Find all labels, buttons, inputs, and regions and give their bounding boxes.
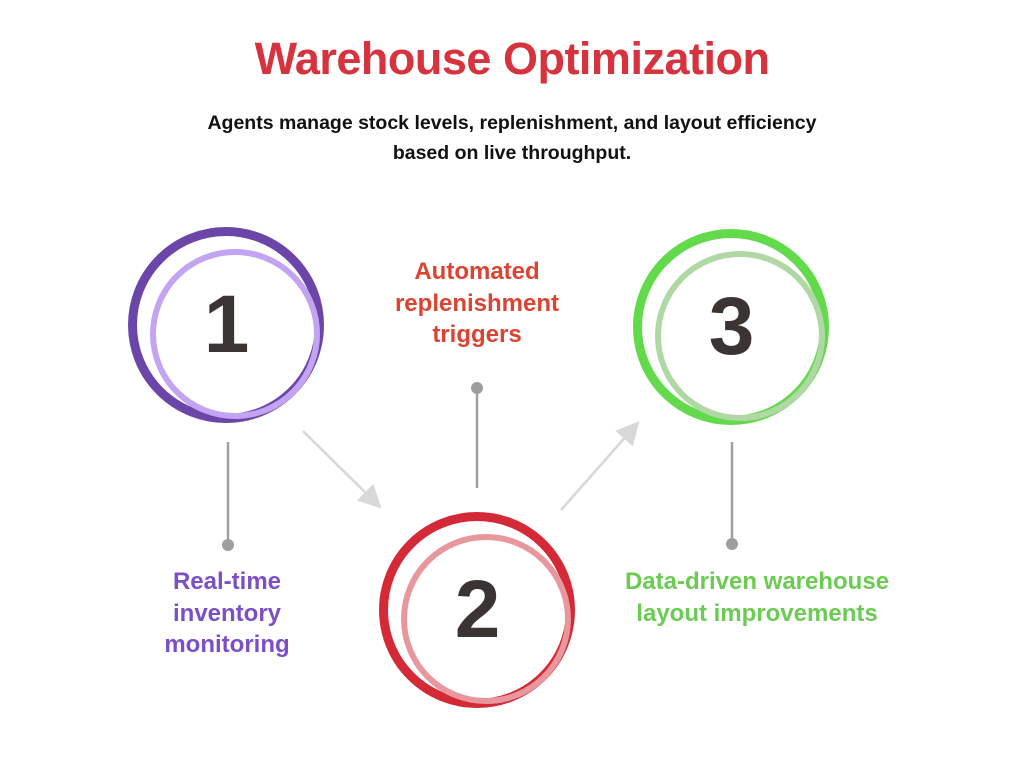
node-3-inner-ring <box>655 251 825 421</box>
node-3-number: 3 <box>708 281 755 372</box>
step-node-2[interactable]: 2 <box>379 512 575 708</box>
step-caption-1: Real-time inventory monitoring <box>164 568 290 659</box>
step-caption-3: Data-driven warehouse layout improvement… <box>624 568 890 627</box>
flow-arrow-2-to-3 <box>560 421 640 511</box>
leader-dot-node2 <box>471 382 483 394</box>
node-2-inner-ring <box>401 534 571 704</box>
page-subtitle: Agents manage stock levels, replenishmen… <box>207 112 817 165</box>
page-title: Warehouse Optimization <box>254 33 770 84</box>
node-1-inner-ring <box>150 249 320 419</box>
leader-dot-node1 <box>222 539 234 551</box>
node-1-number: 1 <box>203 279 250 370</box>
leader-dot-node3 <box>726 538 738 550</box>
step-caption-2: Automated replenishment triggers <box>394 258 560 349</box>
flow-arrow-1-to-2 <box>302 430 382 509</box>
step-node-3[interactable]: 3 <box>633 229 829 425</box>
step-node-1[interactable]: 1 <box>128 227 324 423</box>
node-2-number: 2 <box>454 564 501 655</box>
